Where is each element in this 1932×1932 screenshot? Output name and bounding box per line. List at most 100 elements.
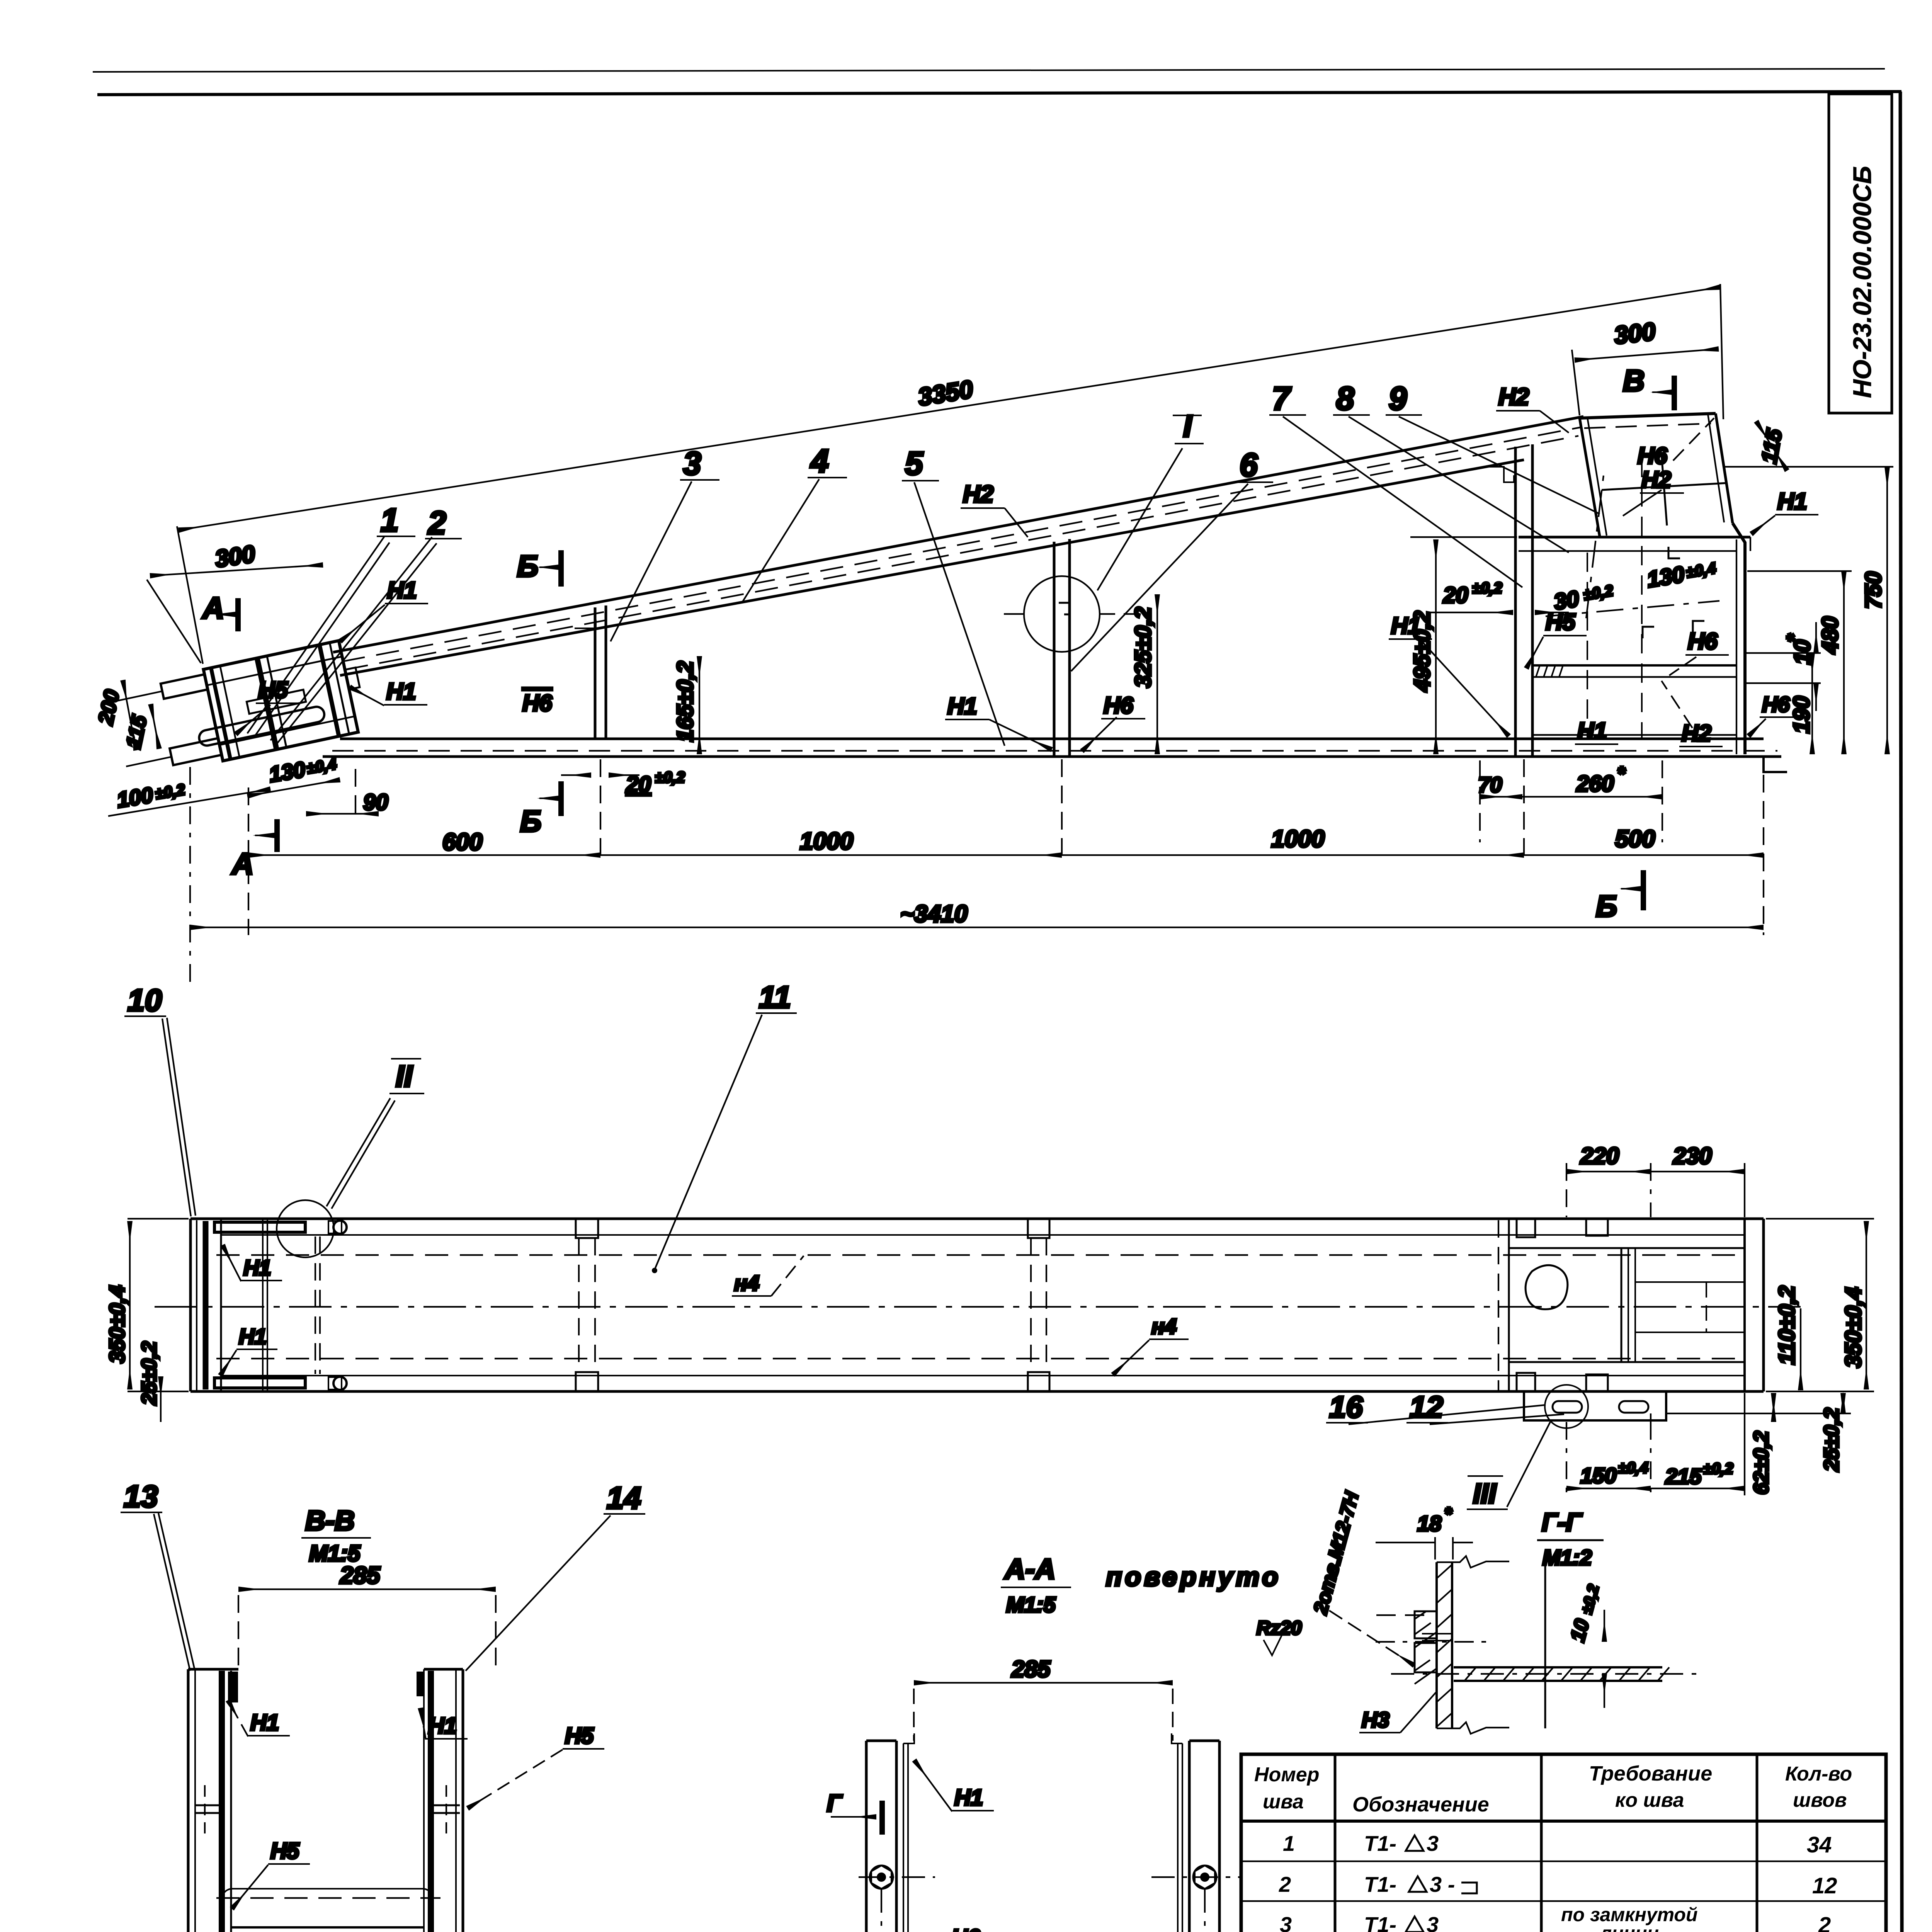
svg-text:I: I: [1183, 409, 1192, 443]
svg-text:±0,4: ±0,4: [1618, 1459, 1648, 1476]
svg-text:190: 190: [1789, 696, 1814, 733]
svg-text:Н1: Н1: [1577, 718, 1607, 744]
svg-text:Н1: Н1: [243, 1255, 271, 1280]
svg-text:600: 600: [442, 829, 482, 855]
svg-text:130: 130: [1645, 562, 1686, 592]
svg-text:Н2: Н2: [1498, 384, 1529, 410]
svg-text:Н6: Н6: [951, 1925, 980, 1932]
svg-text:325±0,2: 325±0,2: [1131, 607, 1156, 688]
svg-text:165±0,2: 165±0,2: [673, 661, 698, 742]
svg-text:А-А: А-А: [1004, 1553, 1056, 1585]
svg-text:285: 285: [340, 1562, 381, 1589]
svg-text:шва: шва: [1263, 1791, 1304, 1813]
svg-text:350±0,4: 350±0,4: [105, 1285, 129, 1363]
svg-text:Б: Б: [517, 549, 538, 583]
svg-text:Н6: Н6: [522, 690, 552, 716]
svg-text:Т1-: Т1-: [1364, 1912, 1396, 1932]
svg-text:Н1: Н1: [386, 679, 416, 704]
svg-text:260: 260: [1576, 771, 1614, 796]
svg-text:М1:2: М1:2: [1543, 1545, 1592, 1570]
svg-text:4: 4: [810, 443, 829, 479]
svg-text:90: 90: [363, 790, 388, 815]
svg-text:13: 13: [124, 1479, 158, 1514]
svg-text:500: 500: [1615, 826, 1655, 852]
svg-text:Н2: Н2: [1641, 467, 1671, 493]
svg-text:линии: линии: [1599, 1922, 1659, 1932]
svg-text:Н3: Н3: [1362, 1708, 1389, 1732]
svg-text:11: 11: [759, 980, 791, 1014]
svg-text:12: 12: [1410, 1390, 1443, 1424]
svg-text:62±0,2: 62±0,2: [1750, 1431, 1773, 1495]
svg-text:В-В: В-В: [305, 1505, 355, 1536]
svg-text:9: 9: [1389, 380, 1407, 417]
svg-text:Н1: Н1: [387, 577, 417, 603]
svg-text:Номер: Номер: [1254, 1764, 1319, 1786]
svg-text:480: 480: [1818, 616, 1843, 654]
svg-text:Н1: Н1: [954, 1785, 983, 1810]
svg-text:285: 285: [1011, 1656, 1051, 1682]
svg-text:5: 5: [905, 445, 923, 481]
svg-text:150: 150: [1580, 1463, 1616, 1488]
svg-text:НО-23.02.00.000СБ: НО-23.02.00.000СБ: [1848, 166, 1876, 398]
svg-text:2: 2: [1818, 1913, 1831, 1932]
svg-text:10: 10: [1790, 639, 1815, 665]
svg-text:7: 7: [1272, 380, 1291, 417]
svg-text:70: 70: [1478, 772, 1502, 797]
svg-text:А: А: [231, 847, 253, 881]
svg-text:215: 215: [1665, 1464, 1702, 1488]
svg-text:350±0,4: 350±0,4: [1841, 1287, 1866, 1368]
svg-text:А: А: [202, 591, 224, 625]
svg-text:Н5: Н5: [258, 677, 288, 703]
svg-text:34: 34: [1807, 1832, 1832, 1857]
svg-text:20: 20: [1443, 583, 1468, 608]
svg-text:12: 12: [1812, 1873, 1837, 1898]
svg-text:*: *: [1783, 633, 1805, 642]
svg-text:Н1: Н1: [1391, 613, 1421, 639]
svg-text:II: II: [396, 1059, 413, 1093]
svg-text:Б: Б: [520, 804, 541, 838]
svg-text:±0,2: ±0,2: [1472, 580, 1502, 597]
svg-text:Н5: Н5: [565, 1723, 594, 1748]
svg-text:~3410: ~3410: [900, 901, 968, 927]
svg-text:по замкнутой: по замкнутой: [1561, 1904, 1698, 1925]
svg-text:25±0,2: 25±0,2: [1820, 1408, 1843, 1472]
svg-text:750: 750: [1861, 571, 1886, 609]
svg-text:1000: 1000: [1271, 826, 1325, 852]
svg-text:н4: н4: [734, 1271, 759, 1295]
svg-text:110±0,2: 110±0,2: [1774, 1286, 1799, 1365]
svg-text:Т1-: Т1-: [1364, 1872, 1396, 1896]
svg-text:1000: 1000: [800, 828, 853, 855]
svg-text:3: 3: [1427, 1831, 1439, 1855]
svg-text:Н2: Н2: [1682, 720, 1711, 746]
svg-text:Н5: Н5: [270, 1838, 299, 1864]
svg-text:Б: Б: [1596, 889, 1617, 923]
svg-text:Н1: Н1: [250, 1710, 279, 1735]
svg-text:Н1: Н1: [947, 693, 977, 719]
svg-text:Н6: Н6: [1688, 628, 1718, 654]
svg-text:Н1: Н1: [1777, 488, 1807, 514]
svg-text:Г: Г: [827, 1790, 843, 1817]
svg-text:Н1: Н1: [428, 1713, 457, 1738]
svg-text:швов: швов: [1793, 1789, 1847, 1811]
svg-text:III: III: [1473, 1478, 1497, 1509]
svg-text:2: 2: [427, 505, 446, 541]
svg-text:Т1-: Т1-: [1364, 1831, 1396, 1855]
svg-text:±0,2: ±0,2: [655, 769, 685, 786]
svg-text:н4: н4: [1151, 1314, 1177, 1338]
svg-text:Н2: Н2: [963, 481, 993, 508]
svg-text:3: 3: [1280, 1912, 1292, 1932]
svg-text:Н6: Н6: [1762, 692, 1790, 716]
svg-text:220: 220: [1580, 1143, 1619, 1169]
svg-text:1: 1: [381, 502, 399, 538]
svg-text:±0,2: ±0,2: [1703, 1460, 1733, 1477]
svg-text:М1:5: М1:5: [309, 1541, 361, 1566]
svg-text:25±0,2: 25±0,2: [138, 1341, 161, 1405]
svg-text:Кол-во: Кол-во: [1785, 1763, 1852, 1785]
svg-text:Н6: Н6: [1638, 443, 1667, 469]
svg-text:6: 6: [1240, 447, 1258, 483]
svg-text:Г-Г: Г-Г: [1542, 1508, 1582, 1536]
svg-text:30: 30: [1552, 586, 1581, 615]
svg-text:2: 2: [1279, 1872, 1291, 1896]
svg-text:ко шва: ко шва: [1615, 1789, 1684, 1811]
svg-text:М1:5: М1:5: [1006, 1592, 1056, 1617]
